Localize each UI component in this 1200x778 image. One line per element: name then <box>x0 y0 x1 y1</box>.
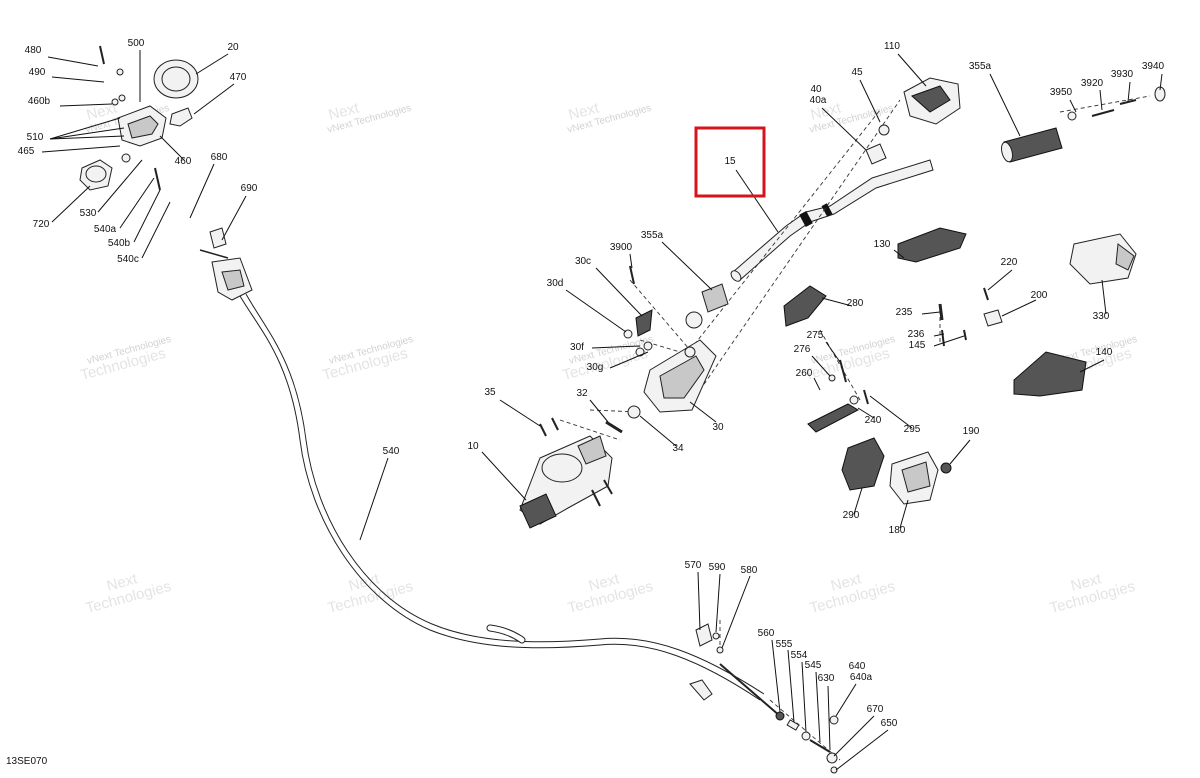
part-label-276: 276 <box>794 344 811 355</box>
part-label-140: 140 <box>1096 347 1113 358</box>
part-label-650: 650 <box>881 718 898 729</box>
part-label-355a: 355a <box>969 61 992 72</box>
part-label-545: 545 <box>805 660 822 671</box>
part-label-32: 32 <box>576 388 588 399</box>
part-label-530: 530 <box>80 208 97 219</box>
part-label-480: 480 <box>25 45 42 56</box>
leader-lines <box>41 50 1163 771</box>
part-label-680: 680 <box>211 152 228 163</box>
part-label-3900: 3900 <box>610 242 633 253</box>
watermarks: Next vNext Technologies Next vNext Techn… <box>79 99 1139 617</box>
part-label-200: 200 <box>1031 290 1048 301</box>
highlight-box-15 <box>694 126 766 198</box>
part-label-190: 190 <box>963 426 980 437</box>
handlebar-15 <box>730 159 934 282</box>
part-label-540c: 540c <box>117 254 139 265</box>
part-label-145: 145 <box>909 340 926 351</box>
part-label-470: 470 <box>230 72 247 83</box>
upper-right-parts <box>865 77 1166 165</box>
part-label-670: 670 <box>867 704 884 715</box>
right-switch-parts <box>783 227 1137 505</box>
part-label-34: 34 <box>672 443 684 454</box>
part-label-640: 640 <box>849 661 866 672</box>
throttle-body-30 <box>539 265 729 437</box>
part-label-590: 590 <box>709 562 726 573</box>
part-label-560: 560 <box>758 628 775 639</box>
part-label-15: 15 <box>724 156 736 167</box>
part-label-580: 580 <box>741 565 758 576</box>
part-label-20: 20 <box>227 42 239 53</box>
part-labels: 480 490 460b 510 465 500 20 470 460 680 690 530 540a… <box>18 38 1165 729</box>
part-label-690: 690 <box>241 183 258 194</box>
part-label-540b: 540b <box>108 238 131 249</box>
part-label-460b: 460b <box>28 96 51 107</box>
part-label-275: 275 <box>807 330 824 341</box>
diagram-code: 13SE070 <box>6 756 48 767</box>
part-label-45: 45 <box>851 67 863 78</box>
part-label-220: 220 <box>1001 257 1018 268</box>
part-label-630: 630 <box>818 673 835 684</box>
part-label-355a: 355a <box>641 230 664 241</box>
part-label-30g: 30g <box>587 362 604 373</box>
part-label-110: 110 <box>884 41 900 52</box>
part-label-540a: 540a <box>94 224 117 235</box>
cable-540 <box>239 293 765 701</box>
part-label-295: 295 <box>904 424 921 435</box>
part-label-260: 260 <box>796 368 813 379</box>
part-label-40: 40 <box>810 84 822 95</box>
cable-end-assembly <box>689 623 839 774</box>
part-label-510: 510 <box>27 132 44 143</box>
part-label-3920: 3920 <box>1081 78 1104 89</box>
throttle-handle-10 <box>519 435 613 529</box>
part-label-720: 720 <box>33 219 50 230</box>
part-label-330: 330 <box>1093 311 1110 322</box>
part-label-10: 10 <box>467 441 479 452</box>
part-label-460: 460 <box>175 156 192 167</box>
part-label-290: 290 <box>843 510 860 521</box>
part-label-30f: 30f <box>570 342 584 353</box>
part-label-235: 235 <box>896 307 913 318</box>
part-label-130: 130 <box>874 239 891 250</box>
part-label-180: 180 <box>889 525 906 536</box>
part-label-40a: 40a <box>810 95 827 106</box>
part-label-500: 500 <box>128 38 145 49</box>
part-label-554: 554 <box>791 650 808 661</box>
throttle-housing-assembly <box>79 45 253 301</box>
part-label-3950: 3950 <box>1050 87 1073 98</box>
part-label-540: 540 <box>383 446 400 457</box>
part-label-30d: 30d <box>547 278 564 289</box>
part-label-236: 236 <box>908 329 925 340</box>
part-label-35: 35 <box>484 387 496 398</box>
part-label-3940: 3940 <box>1142 61 1165 72</box>
part-label-30: 30 <box>712 422 724 433</box>
part-label-3930: 3930 <box>1111 69 1134 80</box>
part-label-570: 570 <box>685 560 702 571</box>
part-label-490: 490 <box>29 67 46 78</box>
part-label-240: 240 <box>865 415 882 426</box>
part-label-30c: 30c <box>575 256 591 267</box>
part-label-465: 465 <box>18 146 35 157</box>
part-label-640a: 640a <box>850 672 873 683</box>
part-label-280: 280 <box>847 298 864 309</box>
part-label-555: 555 <box>776 639 793 650</box>
